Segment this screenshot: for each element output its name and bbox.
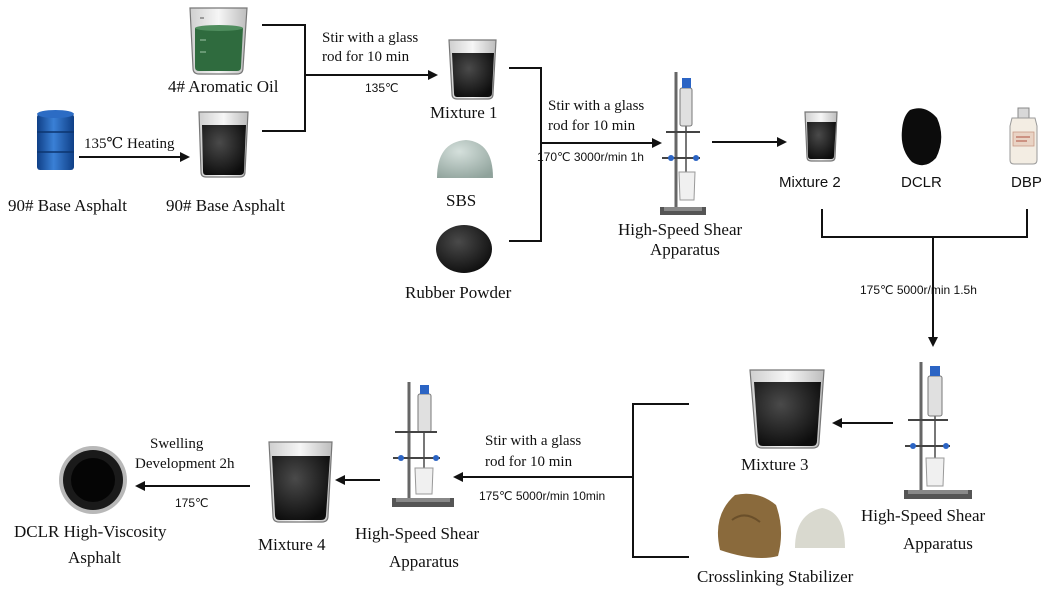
mixture2-beaker-icon — [804, 111, 838, 162]
stir2-label-line1: Stir with a glass — [548, 98, 644, 114]
stir1-label-line1: Stir with a glass — [322, 30, 418, 46]
stabilizer-brown-pile-icon — [717, 493, 782, 558]
shear-apparatus-2-icon — [904, 362, 972, 499]
shear3-label-line2: Apparatus — [389, 552, 459, 571]
mixture3-beaker-icon — [749, 369, 825, 449]
shear-apparatus-1-icon — [660, 72, 706, 215]
mixture1-beaker-icon — [448, 39, 497, 100]
stir2-label-line2: rod for 10 min — [548, 118, 636, 134]
mixture2-label: Mixture 2 — [779, 174, 841, 191]
mixture1-label: Mixture 1 — [430, 103, 498, 122]
mixture3-label: Mixture 3 — [741, 455, 809, 474]
combine-bracket-2 — [509, 67, 542, 242]
crosslinking-label: Crosslinking Stabilizer — [697, 567, 854, 586]
swelling-label-line2: Development 2h — [135, 456, 235, 472]
heated-asphalt-beaker-icon — [198, 111, 249, 178]
sbs-powder-pile-icon — [437, 140, 493, 178]
shear2-label-line1: High-Speed Shear — [861, 506, 986, 525]
stir1-label-line2: rod for 10 min — [322, 49, 410, 65]
shear1-label-line1: High-Speed Shear — [618, 220, 743, 239]
shear1-label-line2: Apparatus — [650, 240, 720, 259]
rubber-powder-pile-icon — [436, 225, 492, 273]
final-product-beaker-icon — [59, 446, 127, 514]
rubber-powder-label: Rubber Powder — [405, 283, 512, 302]
aromatic-oil-label: 4# Aromatic Oil — [168, 77, 279, 96]
swelling-temp-label: 175℃ — [175, 496, 209, 510]
combine-bracket-4 — [632, 403, 689, 558]
shear2-label-line2: Apparatus — [903, 534, 973, 553]
shear3-label-line1: High-Speed Shear — [355, 524, 480, 543]
stabilizer-white-pile-icon — [795, 508, 845, 548]
stir2-cond-label: 170℃ 3000r/min 1h — [537, 150, 644, 164]
mixture4-beaker-icon — [268, 441, 333, 523]
dbp-bottle-icon — [1009, 107, 1038, 165]
stir1-temp-label: 135℃ — [365, 81, 399, 95]
stir3-label-line2: rod for 10 min — [485, 454, 573, 470]
stir3-label-line1: Stir with a glass — [485, 433, 581, 449]
heating-label: 135℃ Heating — [84, 136, 175, 152]
dclr-label: DCLR — [901, 174, 942, 191]
final-product-label-line2: Asphalt — [68, 548, 121, 567]
stir3-cond-label: 175℃ 5000r/min 10min — [479, 489, 605, 503]
aromatic-oil-beaker-icon — [189, 7, 248, 75]
base-asphalt-heated-label: 90# Base Asphalt — [166, 196, 285, 215]
shear-cond-label: 175℃ 5000r/min 1.5h — [860, 283, 977, 297]
mixture4-label: Mixture 4 — [258, 535, 326, 554]
combine-bracket-3 — [821, 209, 1028, 238]
sbs-label: SBS — [446, 191, 476, 210]
base-asphalt-raw-label: 90# Base Asphalt — [8, 196, 127, 215]
dclr-lump-icon — [901, 108, 942, 166]
combine-bracket-1 — [262, 24, 306, 132]
final-product-label-line1: DCLR High-Viscosity — [14, 522, 167, 541]
drum-icon — [37, 110, 74, 170]
swelling-label-line1: Swelling — [150, 436, 204, 452]
shear-apparatus-3-icon — [392, 382, 454, 507]
dbp-label: DBP — [1011, 174, 1042, 191]
